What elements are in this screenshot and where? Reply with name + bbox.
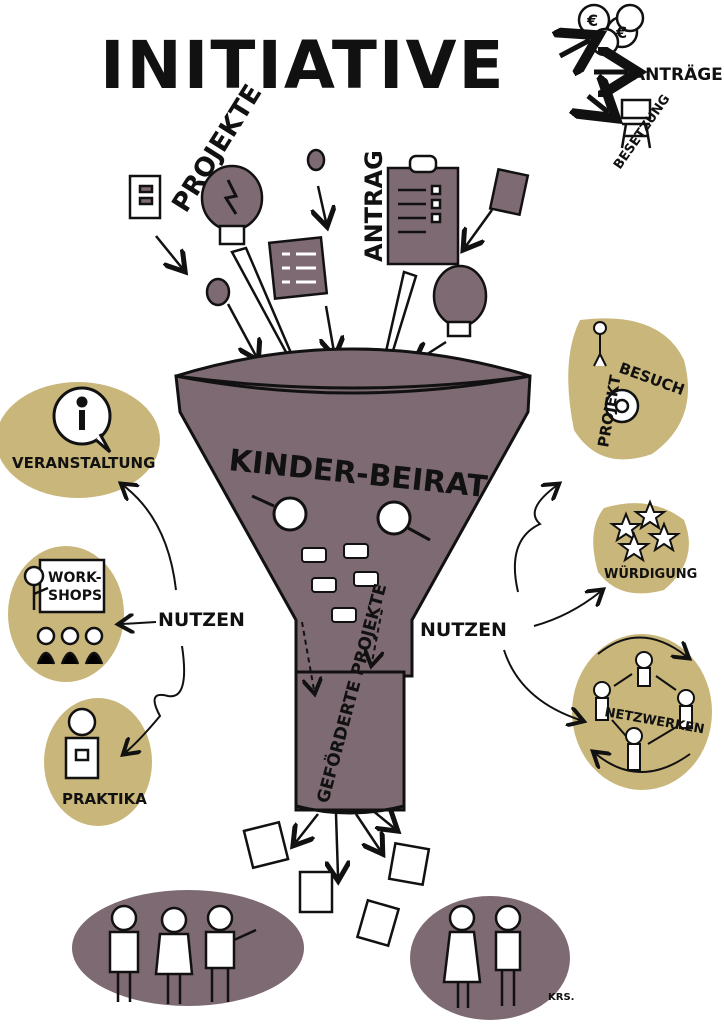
antrag-label: ANTRAG bbox=[360, 150, 388, 262]
lightbulb-icon bbox=[200, 164, 264, 246]
right-connectors bbox=[503, 486, 600, 720]
thumb-down-icon bbox=[301, 547, 327, 563]
signature: KRS. bbox=[548, 992, 574, 1003]
page-title: INITIATIVE bbox=[100, 27, 506, 104]
euro-symbol: € bbox=[586, 11, 598, 30]
thumb-up-icon bbox=[311, 577, 337, 593]
arrow-icon bbox=[560, 40, 590, 56]
projekt-besuch-blob bbox=[568, 318, 688, 460]
magnifier-icon bbox=[376, 500, 431, 542]
workshops-label-1: WORK- bbox=[48, 570, 102, 586]
gear-icon bbox=[604, 388, 640, 424]
workshop-board-icon bbox=[23, 558, 106, 665]
lightbulb-icon bbox=[205, 277, 231, 307]
document-icon bbox=[242, 820, 290, 870]
arrow-icon bbox=[588, 96, 608, 112]
magnifier-icon bbox=[251, 494, 308, 532]
thumb-up-icon bbox=[343, 543, 369, 559]
praktika-label: PRAKTIKA bbox=[62, 790, 147, 808]
clipboard-icon bbox=[386, 154, 460, 266]
funnel bbox=[174, 347, 532, 815]
nutzen-left-label: NUTZEN bbox=[158, 609, 245, 631]
antraege-label: ANTRÄGE bbox=[632, 63, 723, 85]
nutzen-right-label: NUTZEN bbox=[420, 619, 507, 641]
workshops-label-2: SHOPS bbox=[48, 588, 102, 604]
output-arrows bbox=[296, 810, 394, 876]
document-icon bbox=[488, 167, 530, 217]
lightbulb-icon bbox=[432, 264, 488, 338]
veranstaltung-label: VERANSTALTUNG bbox=[12, 454, 155, 472]
euro-symbol: € bbox=[615, 23, 627, 42]
person-icon bbox=[593, 321, 607, 367]
stars-icon bbox=[609, 499, 681, 563]
network-people-icon bbox=[594, 636, 695, 773]
info-bubble-icon bbox=[52, 386, 112, 454]
wuerdigung-label: WÜRDIGUNG bbox=[604, 566, 697, 582]
document-icon bbox=[355, 898, 401, 948]
lightbulb-icon bbox=[306, 148, 326, 172]
left-connectors bbox=[122, 486, 186, 752]
document-icon bbox=[298, 870, 334, 914]
person-icon bbox=[108, 904, 522, 1008]
thumb-down-icon bbox=[353, 571, 379, 587]
people-group-right bbox=[410, 896, 570, 1020]
thumb-up-icon bbox=[331, 607, 357, 623]
intern-icon bbox=[64, 707, 100, 780]
document-icon bbox=[387, 841, 431, 887]
form-icon bbox=[267, 236, 329, 300]
director-chair-icon bbox=[620, 98, 652, 149]
